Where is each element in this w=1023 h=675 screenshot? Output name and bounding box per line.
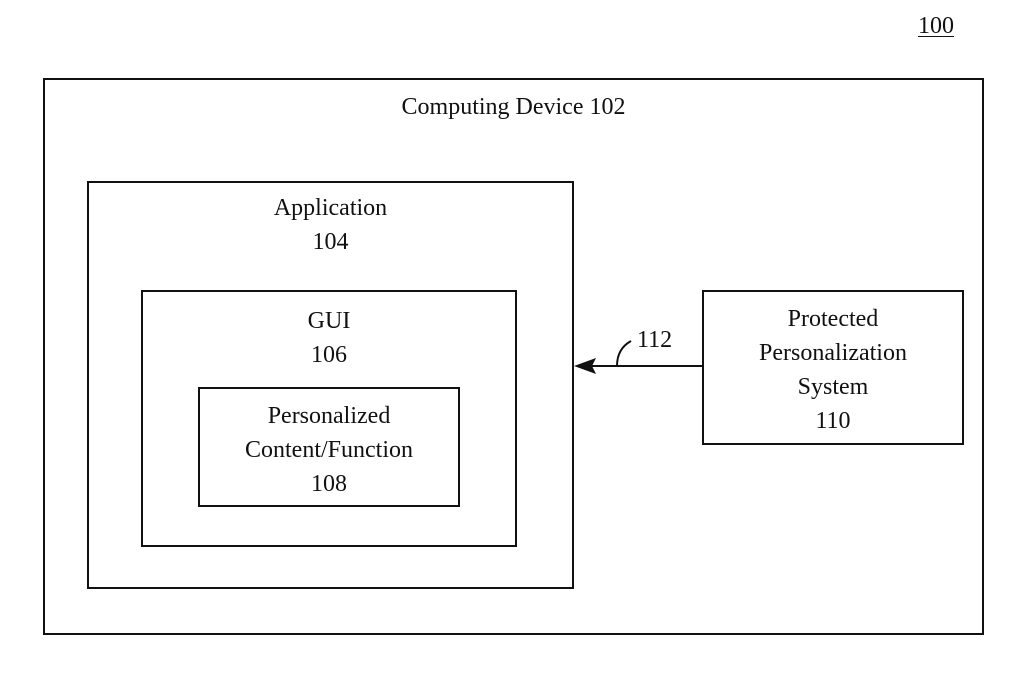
protected-ref: 110 xyxy=(704,404,962,438)
application-ref: 104 xyxy=(89,225,572,259)
personalized-ref: 108 xyxy=(200,467,458,501)
personalized-content-box: Personalized Content/Function 108 xyxy=(198,387,460,507)
application-label: Application 104 xyxy=(89,191,572,259)
personalized-line-2: Content/Function xyxy=(200,433,458,467)
personalized-line-1: Personalized xyxy=(200,399,458,433)
computing-device-label: Computing Device 102 xyxy=(45,90,982,124)
gui-ref: 106 xyxy=(143,338,515,372)
protected-personalization-system-box: Protected Personalization System 110 xyxy=(702,290,964,445)
personalized-content-label: Personalized Content/Function 108 xyxy=(200,399,458,501)
application-name: Application xyxy=(89,191,572,225)
gui-name: GUI xyxy=(143,304,515,338)
figure-number: 100 xyxy=(918,12,954,40)
protected-line-2: Personalization xyxy=(704,336,962,370)
protected-system-label: Protected Personalization System 110 xyxy=(704,302,962,438)
protected-line-3: System xyxy=(704,370,962,404)
gui-label: GUI 106 xyxy=(143,304,515,372)
connection-ref-label: 112 xyxy=(637,325,672,355)
protected-line-1: Protected xyxy=(704,302,962,336)
